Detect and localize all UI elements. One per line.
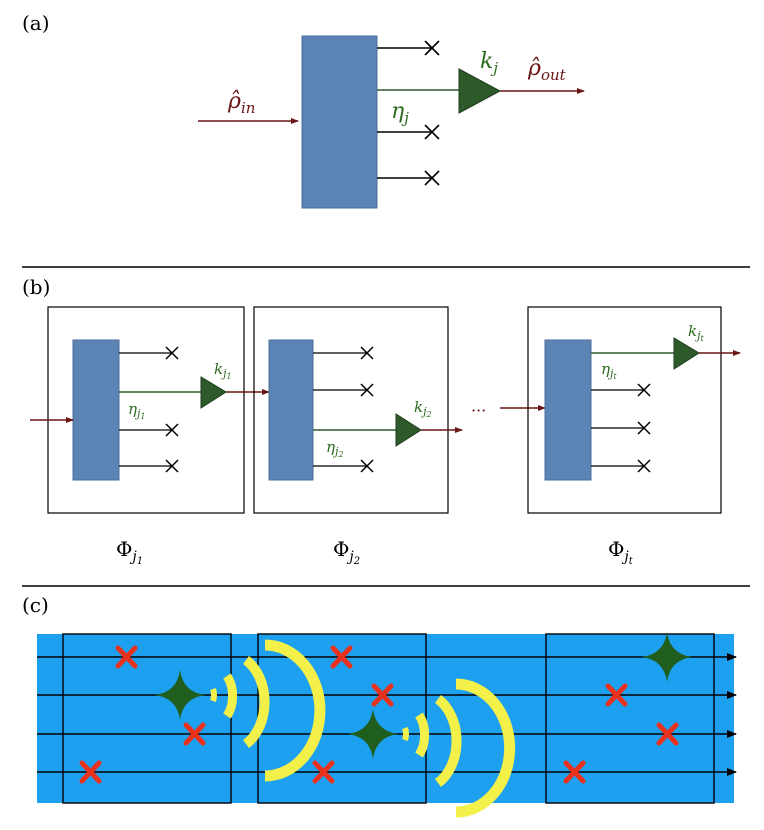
cross-icon — [360, 346, 374, 360]
channel-box-1: ηj1 kj1 Φj1 — [47, 306, 245, 567]
cross-icon — [165, 459, 179, 473]
amplifier-triangle-icon — [673, 337, 700, 370]
panel-c: (c) — [22, 593, 737, 818]
lost-mode-3 — [377, 170, 440, 186]
eta-label: ηj — [391, 99, 409, 127]
ellipsis: ··· — [471, 401, 486, 420]
red-cross-icon — [183, 722, 206, 746]
cross-icon — [360, 459, 374, 473]
cross-icon — [637, 383, 651, 397]
red-cross-icon — [330, 645, 353, 669]
k-label: kj — [480, 49, 498, 77]
splitter-block — [72, 339, 120, 481]
cross-icon — [360, 383, 374, 397]
phi-j2-label: Φj2 — [333, 537, 360, 567]
cross-icon — [637, 459, 651, 473]
k-jt-label: kjt — [688, 322, 705, 343]
green-star-icon — [155, 670, 205, 720]
red-cross-icon — [312, 760, 335, 784]
red-cross-icon — [371, 683, 394, 707]
k-j2-label: kj2 — [414, 398, 432, 419]
panel-c-tag: (c) — [22, 593, 49, 617]
splitter-block — [544, 339, 592, 481]
cross-icon — [424, 40, 440, 56]
phi-j1-label: Φj1 — [116, 537, 143, 567]
eta-jt-label: ηjt — [601, 360, 617, 381]
eta-j1-label: ηj1 — [128, 400, 146, 421]
amplifier-triangle-icon — [395, 413, 422, 447]
red-cross-icon — [79, 760, 102, 784]
k-j1-label: kj1 — [214, 360, 232, 381]
panel-b: (b) ηj1 kj1 Φj1 — [22, 275, 741, 567]
green-star-icon — [348, 709, 398, 759]
cross-icon — [424, 170, 440, 186]
splitter-block — [268, 339, 314, 481]
eta-j2-label: ηj2 — [326, 438, 344, 459]
red-cross-icon — [563, 760, 586, 784]
water-background — [37, 634, 734, 803]
panel-a-tag: (a) — [22, 11, 50, 35]
panel-a: (a) ρ̂in ηj kj ρ̂out — [22, 11, 585, 209]
red-cross-icon — [115, 645, 138, 669]
rho-out-label: ρ̂out — [527, 56, 567, 84]
amplifier-triangle-icon — [458, 68, 502, 114]
cross-icon — [165, 346, 179, 360]
segment-box-3 — [545, 633, 715, 804]
signal-wave-icon-1 — [210, 639, 326, 782]
red-cross-icon — [605, 683, 628, 707]
loss-markers — [79, 645, 679, 784]
green-star-icon — [642, 632, 692, 682]
rho-in-label: ρ̂in — [227, 89, 255, 117]
channel-box-2: ηj2 kj2 Φj2 — [253, 306, 449, 567]
amplifier-triangle-icon — [200, 376, 227, 409]
phi-jt-label: Φjt — [608, 537, 634, 567]
cross-icon — [424, 124, 440, 140]
splitter-block — [301, 35, 378, 209]
segment-box-1 — [62, 633, 232, 804]
lost-mode-2 — [377, 124, 440, 140]
cross-icon — [637, 421, 651, 435]
channel-box-t: ηjt kjt Φjt — [527, 306, 722, 567]
cross-icon — [165, 423, 179, 437]
signal-wave-icon-2 — [402, 678, 516, 818]
panel-b-tag: (b) — [22, 275, 50, 299]
lost-mode-1 — [377, 40, 440, 56]
red-cross-icon — [656, 722, 679, 746]
